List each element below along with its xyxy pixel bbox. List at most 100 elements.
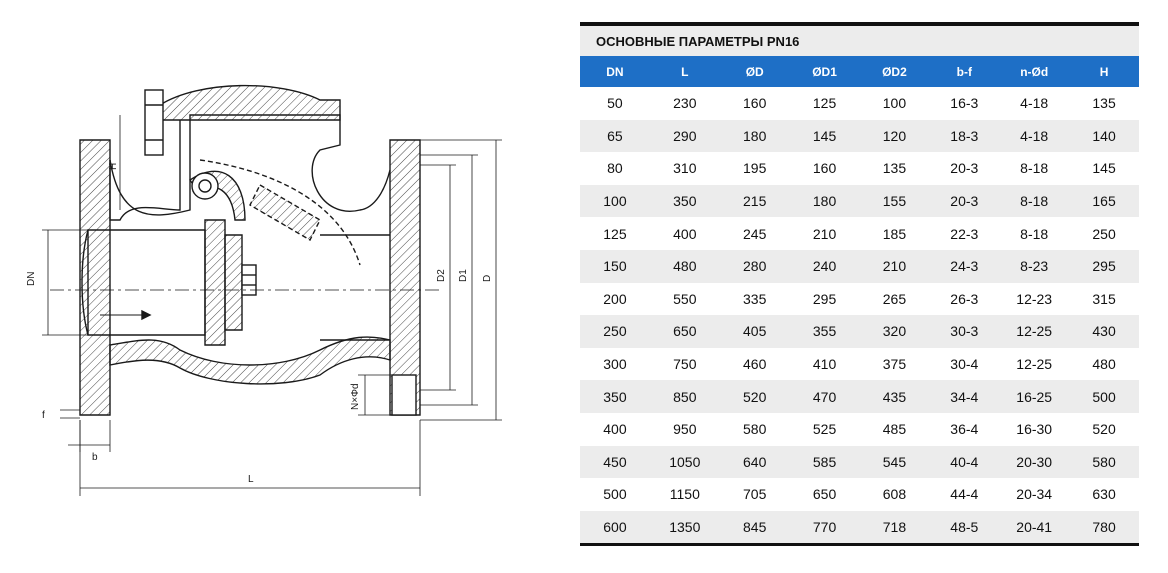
table-cell: 480 <box>649 249 720 283</box>
table-cell: 705 <box>719 478 790 511</box>
table-cell: 145 <box>1069 152 1139 185</box>
table-cell: 12-25 <box>999 315 1070 348</box>
table-cell: 640 <box>719 445 790 479</box>
table-cell: 140 <box>1069 119 1139 153</box>
label-dn: DN <box>26 272 37 286</box>
table-cell: 215 <box>719 184 790 218</box>
table-cell: 520 <box>719 380 790 413</box>
table-cell: 200 <box>580 282 650 316</box>
table-cell: 20-3 <box>929 152 1000 185</box>
table-cell: 410 <box>789 347 860 381</box>
table-cell: 310 <box>649 152 720 185</box>
header-l: L <box>649 56 720 87</box>
table-cell: 250 <box>580 315 650 348</box>
table-cell: 4-18 <box>999 119 1070 153</box>
table-cell: 780 <box>1069 510 1139 544</box>
table-cell: 608 <box>859 478 930 511</box>
table-cell: 8-18 <box>999 184 1070 218</box>
table-cell: 470 <box>789 380 860 413</box>
table-cell: 545 <box>859 445 930 479</box>
table-cell: 100 <box>859 87 930 120</box>
left-flange <box>79 139 111 416</box>
table-cell: 18-3 <box>929 119 1000 153</box>
table-cell: 845 <box>719 510 790 544</box>
table-cell: 125 <box>580 217 650 250</box>
table-cell: 580 <box>719 412 790 446</box>
disc-nut <box>241 264 257 296</box>
header-dn: DN <box>580 56 650 87</box>
table-cell: 460 <box>719 347 790 381</box>
table-cell: 650 <box>789 478 860 511</box>
right-flange <box>389 139 421 416</box>
table-cell: 16-30 <box>999 412 1070 446</box>
table-cell: 30-3 <box>929 315 1000 348</box>
table-cell: 480 <box>1069 347 1139 381</box>
table-cell: 290 <box>649 119 720 153</box>
table-cell: 48-5 <box>929 510 1000 544</box>
cover-bolt <box>144 89 164 156</box>
table-cell: 20-3 <box>929 184 1000 218</box>
table-cell: 1350 <box>649 510 720 544</box>
table-cell: 500 <box>580 478 650 511</box>
header-d2: ØD2 <box>859 56 930 87</box>
table-cell: 185 <box>859 217 930 250</box>
table-cell: 435 <box>859 380 930 413</box>
table-cell: 165 <box>1069 184 1139 218</box>
table-cell: 585 <box>789 445 860 479</box>
open-disc-outline <box>249 184 321 241</box>
table-cell: 520 <box>1069 412 1139 446</box>
table-cell: 20-30 <box>999 445 1070 479</box>
table-cell: 100 <box>580 184 650 218</box>
table-cell: 630 <box>1069 478 1139 511</box>
table-cell: 375 <box>859 347 930 381</box>
body-bottom-wall <box>109 336 391 385</box>
table-cell: 580 <box>1069 445 1139 479</box>
label-h: H <box>108 163 119 170</box>
table-cell: 26-3 <box>929 282 1000 316</box>
table-cell: 125 <box>789 87 860 120</box>
table-cell: 65 <box>580 119 650 153</box>
table-cell: 355 <box>789 315 860 348</box>
table-cell: 750 <box>649 347 720 381</box>
table-cell: 295 <box>789 282 860 316</box>
table-cell: 770 <box>789 510 860 544</box>
table-cell: 500 <box>1069 380 1139 413</box>
table-cell: 180 <box>789 184 860 218</box>
table-cell: 850 <box>649 380 720 413</box>
table-cell: 230 <box>649 87 720 120</box>
table-cell: 300 <box>580 347 650 381</box>
hinge-pin <box>191 172 219 200</box>
table-cell: 22-3 <box>929 217 1000 250</box>
table-cell: 650 <box>649 315 720 348</box>
table-cell: 16-25 <box>999 380 1070 413</box>
label-d2: D2 <box>436 269 447 282</box>
table-cell: 430 <box>1069 315 1139 348</box>
table-cell: 16-3 <box>929 87 1000 120</box>
table-cell: 265 <box>859 282 930 316</box>
body-top-wall <box>109 114 391 216</box>
table-cell: 40-4 <box>929 445 1000 479</box>
table-cell: 120 <box>859 119 930 153</box>
header-d1: ØD1 <box>789 56 860 87</box>
table-cell: 195 <box>719 152 790 185</box>
parameters-table-panel: ОСНОВНЫЕ ПАРАМЕТРЫ PN16 DN L ØD ØD1 ØD2 … <box>580 22 1139 547</box>
table-cell: 1150 <box>649 478 720 511</box>
label-l: L <box>248 474 254 485</box>
table-cell: 160 <box>719 87 790 120</box>
table-cell: 155 <box>859 184 930 218</box>
header-n-d: n-Ød <box>999 56 1070 87</box>
table-cell: 600 <box>580 510 650 544</box>
table-cell: 44-4 <box>929 478 1000 511</box>
flange-bolt-hole <box>391 374 417 416</box>
